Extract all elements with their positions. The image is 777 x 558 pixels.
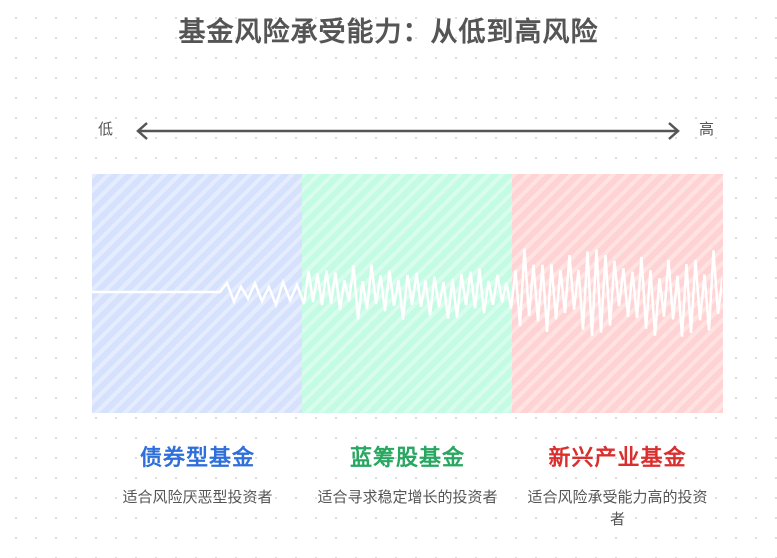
fund-name: 蓝筹股基金 (349, 445, 465, 471)
fund-name: 债券型基金 (139, 445, 255, 471)
fund-description: 适合寻求稳定增长的投资者 (317, 488, 498, 506)
low-risk-label: 低 (98, 120, 114, 138)
fund-description: 适合风险承受能力高的投资者 (527, 488, 708, 528)
fund-card-bond: 债券型基金 适合风险厌恶型投资者 (92, 440, 303, 508)
page-title: 基金风险承受能力：从低到高风险 (178, 17, 599, 48)
fund-card-bluechip: 蓝筹股基金 适合寻求稳定增长的投资者 (302, 440, 513, 508)
bond-fund-band (92, 174, 303, 413)
fund-card-emerging: 新兴产业基金 适合风险承受能力高的投资者 (512, 440, 723, 530)
risk-scale-arrow-icon (136, 122, 680, 140)
high-risk-label: 高 (699, 120, 715, 138)
fund-description: 适合风险厌恶型投资者 (122, 488, 273, 506)
fund-name: 新兴产业基金 (548, 445, 687, 471)
volatility-waveform (92, 248, 722, 337)
waveform-line (92, 248, 722, 337)
